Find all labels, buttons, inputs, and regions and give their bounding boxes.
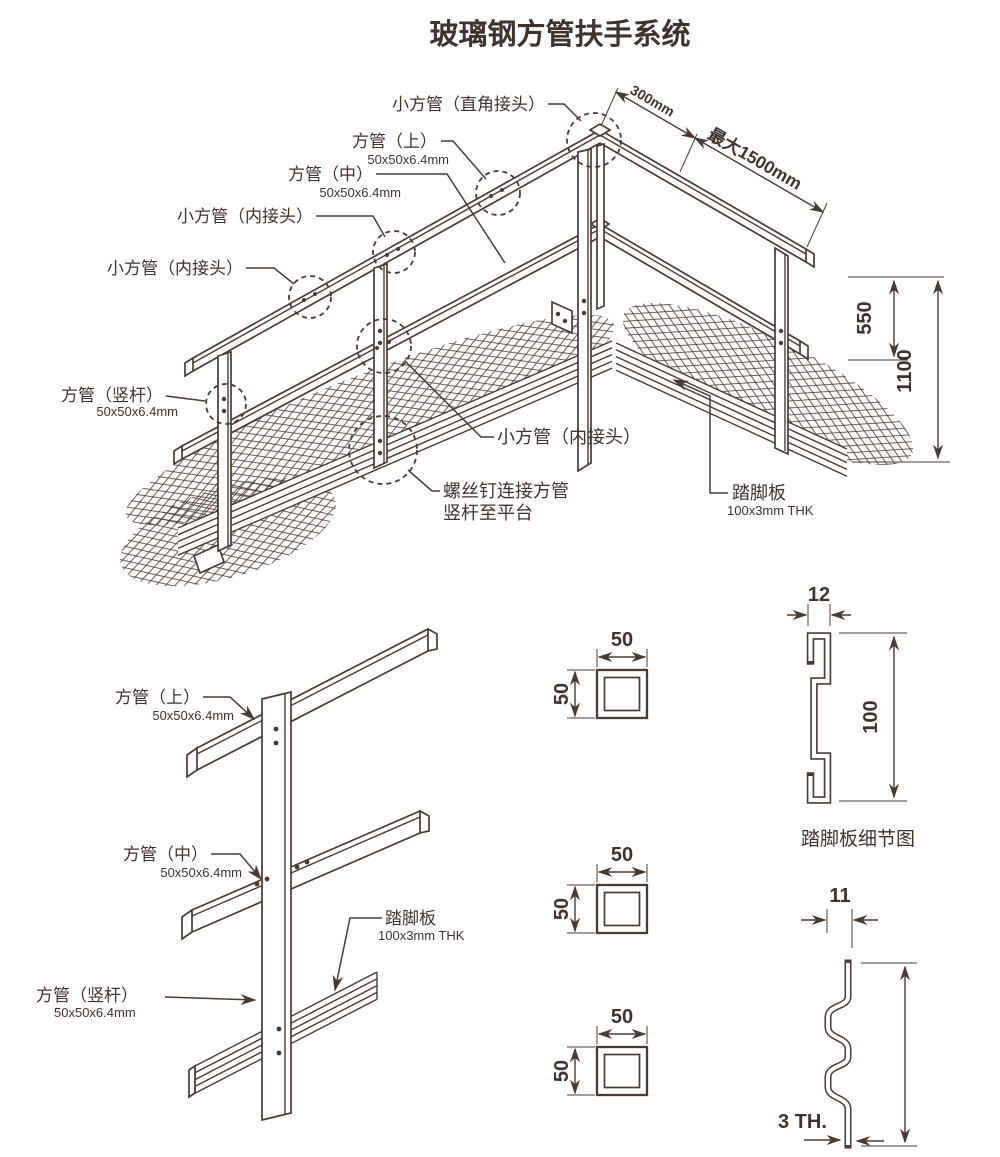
dim-1100: 1100: [894, 349, 916, 392]
kickplate-thickness-detail: 11 3 TH.: [778, 885, 917, 1149]
label-screw-note-2: 竖杆至平台: [443, 503, 533, 523]
detail-label-post: 方管（竖杆）: [36, 986, 138, 1005]
detail-label-mid-rail: 方管（中）: [123, 845, 208, 864]
posts: [217, 142, 789, 553]
kickplate-height-dim: 100: [860, 700, 882, 733]
label-kickplate-spec: 100x3mm THK: [727, 503, 814, 518]
page-title: 玻璃钢方管扶手系统: [429, 17, 690, 51]
kickplate-width-dim: 12: [808, 584, 830, 606]
inner-joint-circle-upper: [372, 230, 416, 274]
main-leaders: [165, 103, 728, 494]
kickplate-bands: [177, 300, 848, 575]
section2-width: 50: [611, 844, 633, 866]
detail-label-top-rail: 方管（上）: [115, 688, 200, 707]
label-screw-note-1: 螺丝钉连接方管: [443, 481, 569, 501]
detail-label-top-rail-spec: 50x50x6.4mm: [152, 708, 234, 723]
section2-height: 50: [551, 898, 573, 920]
inner-joint-circle-lower: [288, 275, 332, 319]
label-top-rail: 方管（上）: [352, 132, 437, 151]
detail-label-mid-rail-spec: 50x50x6.4mm: [160, 865, 242, 880]
screw-joint-circle: [348, 415, 418, 485]
wave-depth-dim: 11: [829, 885, 850, 907]
corner-joint-circle: [566, 112, 622, 168]
section1-height: 50: [551, 683, 573, 705]
label-inner-joint-lower: 小方管（内接头）: [107, 259, 243, 278]
detail-label-kickplate: 踏脚板: [385, 909, 436, 928]
post-left: [217, 350, 232, 553]
mid-rail-joint-circle: [356, 318, 412, 374]
label-post-spec: 50x50x6.4mm: [96, 404, 178, 419]
thickness-label: 3 TH.: [778, 1111, 827, 1133]
label-kickplate: 踏脚板: [732, 483, 786, 503]
post-middle: [373, 262, 388, 470]
detail-label-kickplate-spec: 100x3mm THK: [378, 928, 465, 943]
post-right: [774, 246, 789, 456]
top-rail-joint-circle: [475, 170, 521, 216]
corner-post: [577, 147, 592, 473]
label-inner-joint-upper: 小方管（内接头）: [177, 207, 313, 226]
label-top-rail-spec: 50x50x6.4mm: [367, 152, 449, 167]
section3-width: 50: [611, 1006, 633, 1028]
label-post: 方管（竖杆）: [61, 386, 163, 405]
kickplate-corner-bracket: [551, 300, 573, 335]
kickplate-detail-caption: 踏脚板细节图: [801, 828, 915, 850]
dim-550: 550: [854, 301, 876, 334]
corner-post-far: [596, 142, 605, 311]
detail-label-post-spec: 50x50x6.4mm: [54, 1005, 136, 1020]
label-mid-rail: 方管（中）: [288, 165, 373, 184]
cross-section-2: 50 50: [551, 844, 649, 935]
dim-max-1500mm: 最大1500mm: [705, 124, 806, 194]
post-detail-diagram: 方管（上） 50x50x6.4mm 方管（中） 50x50x6.4mm 踏脚板 …: [36, 627, 465, 1122]
post-joint-circle: [205, 383, 247, 425]
label-mid-rail-spec: 50x50x6.4mm: [319, 185, 401, 200]
main-labels: 小方管（直角接头） 方管（上） 50x50x6.4mm 方管（中） 50x50x…: [61, 95, 814, 523]
label-corner-joint: 小方管（直角接头）: [392, 95, 545, 114]
joint-marker-circles: [205, 112, 622, 485]
section3-height: 50: [551, 1060, 573, 1082]
detail-post: [261, 690, 292, 1122]
kickplate-profile-detail: 12 100 踏脚板细节图: [787, 584, 915, 850]
main-isometric-diagram: 300mm 最大1500mm 550 1100 小方管（直角接头: [61, 82, 950, 587]
kickplate-end-plate: [192, 543, 226, 575]
label-inner-joint-mid: 小方管（内接头）: [497, 427, 641, 447]
cross-section-1: 50 50: [551, 629, 649, 720]
rail-bolts: [302, 188, 504, 350]
cross-section-3: 50 50: [551, 1006, 649, 1097]
section1-width: 50: [611, 629, 633, 651]
